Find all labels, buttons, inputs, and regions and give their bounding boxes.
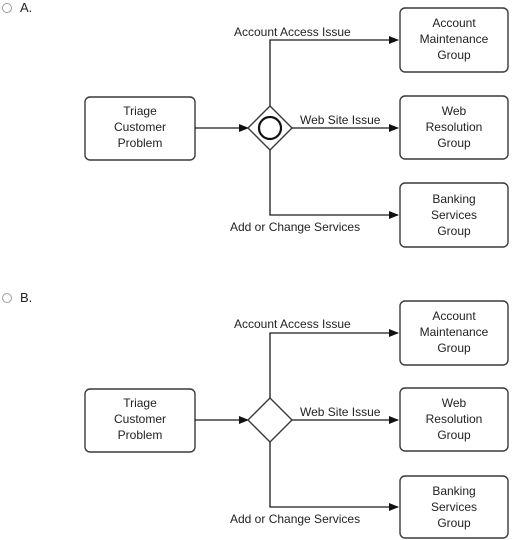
task-web-a-line2: Resolution — [426, 120, 483, 134]
task-account-a-line2: Maintenance — [420, 32, 489, 46]
flow-account-b — [269, 329, 399, 398]
option-b-radio[interactable] — [2, 293, 12, 303]
task-account-maintenance-b: Account Maintenance Group — [399, 300, 509, 366]
cond-banking-a: Add or Change Services — [230, 220, 360, 234]
option-a-label: A. — [20, 0, 32, 15]
task-banking-a-line3: Group — [437, 224, 471, 238]
task-banking-a-line1: Banking — [432, 192, 475, 206]
cond-web-b: Web Site Issue — [300, 405, 381, 419]
task-banking-a-line2: Services — [431, 208, 477, 222]
task-account-a-line3: Group — [437, 48, 471, 62]
event-gateway-circle — [257, 115, 283, 141]
task-account-maintenance-a: Account Maintenance Group — [399, 7, 509, 73]
task-web-b-line2: Resolution — [426, 412, 483, 426]
option-b-label: B. — [20, 290, 32, 305]
cond-banking-b: Add or Change Services — [230, 512, 360, 526]
cond-account-a: Account Access Issue — [234, 25, 351, 39]
task-account-b-line1: Account — [432, 309, 476, 323]
flow-account-a — [269, 36, 399, 106]
task-account-b-line2: Maintenance — [420, 325, 489, 339]
task-triage-b: Triage Customer Problem — [84, 388, 196, 453]
task-web-a-line1: Web — [442, 104, 467, 118]
task-banking-services-a: Banking Services Group — [399, 182, 509, 248]
cond-web-a: Web Site Issue — [300, 113, 381, 127]
flow-banking-b — [269, 442, 399, 511]
task-triage-b-line1: Triage — [123, 396, 157, 410]
task-banking-services-b: Banking Services Group — [399, 475, 509, 539]
flow-banking-a — [269, 150, 399, 219]
task-banking-b-line1: Banking — [432, 484, 475, 498]
task-web-a-line3: Group — [437, 136, 471, 150]
task-triage-a-line2: Customer — [114, 120, 166, 134]
task-triage-b-line2: Customer — [114, 412, 166, 426]
task-web-b-line3: Group — [437, 428, 471, 442]
task-account-b-line3: Group — [437, 341, 471, 355]
option-a: A. Triage Customer Problem Account Acces… — [2, 0, 509, 248]
task-web-b-line1: Web — [442, 396, 467, 410]
event-based-gateway-a — [247, 105, 293, 151]
exclusive-gateway-b — [247, 397, 293, 443]
task-banking-b-line2: Services — [431, 500, 477, 514]
task-triage-a-line3: Problem — [118, 136, 163, 150]
cond-account-b: Account Access Issue — [234, 317, 351, 331]
task-account-a-line1: Account — [432, 16, 476, 30]
task-triage-a-line1: Triage — [123, 104, 157, 118]
task-banking-b-line3: Group — [437, 516, 471, 530]
task-web-resolution-b: Web Resolution Group — [399, 387, 509, 452]
task-web-resolution-a: Web Resolution Group — [399, 95, 509, 160]
task-triage-a: Triage Customer Problem — [84, 96, 196, 161]
option-a-radio[interactable] — [2, 3, 12, 13]
option-b: B. Triage Customer Problem Account Acces… — [2, 290, 509, 539]
task-triage-b-line3: Problem — [118, 428, 163, 442]
